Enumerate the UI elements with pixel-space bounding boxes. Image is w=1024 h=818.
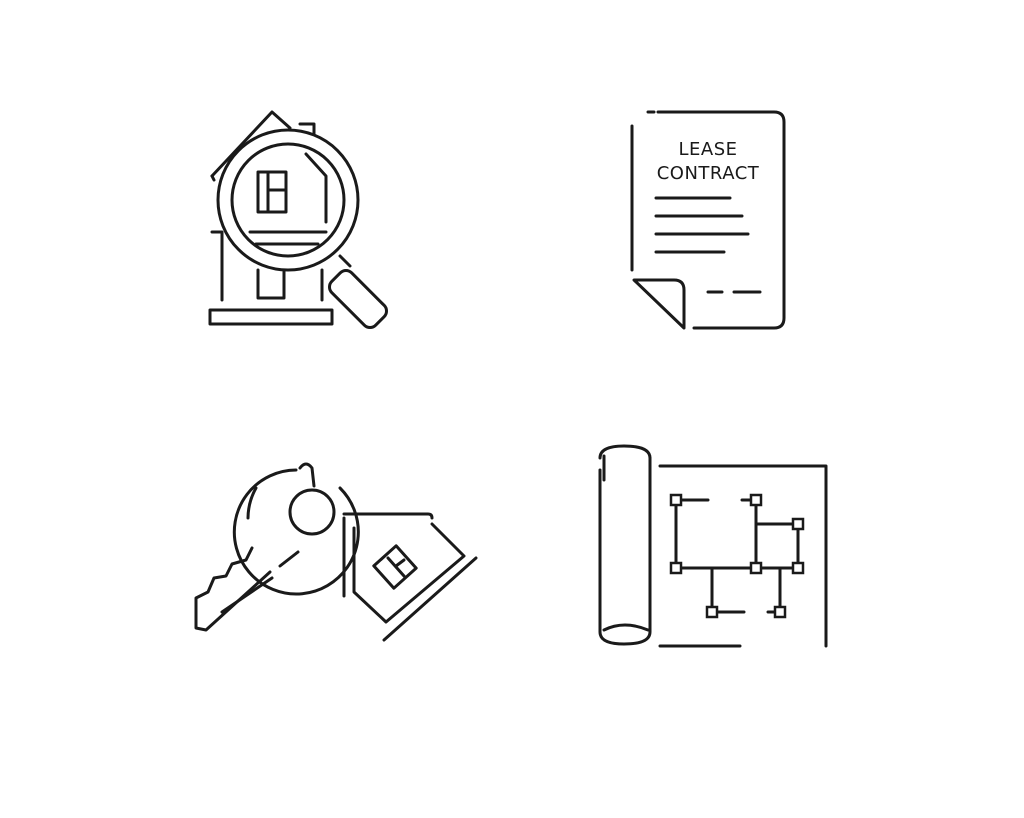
key-house-tag-icon	[194, 462, 478, 642]
house-magnifier-icon	[208, 110, 389, 330]
lease-contract-icon: LEASE CONTRACT	[630, 110, 786, 330]
lease-title-line1: LEASE	[678, 139, 737, 160]
floor-plan-icon	[598, 444, 828, 648]
lease-title-line2: CONTRACT	[657, 163, 760, 184]
